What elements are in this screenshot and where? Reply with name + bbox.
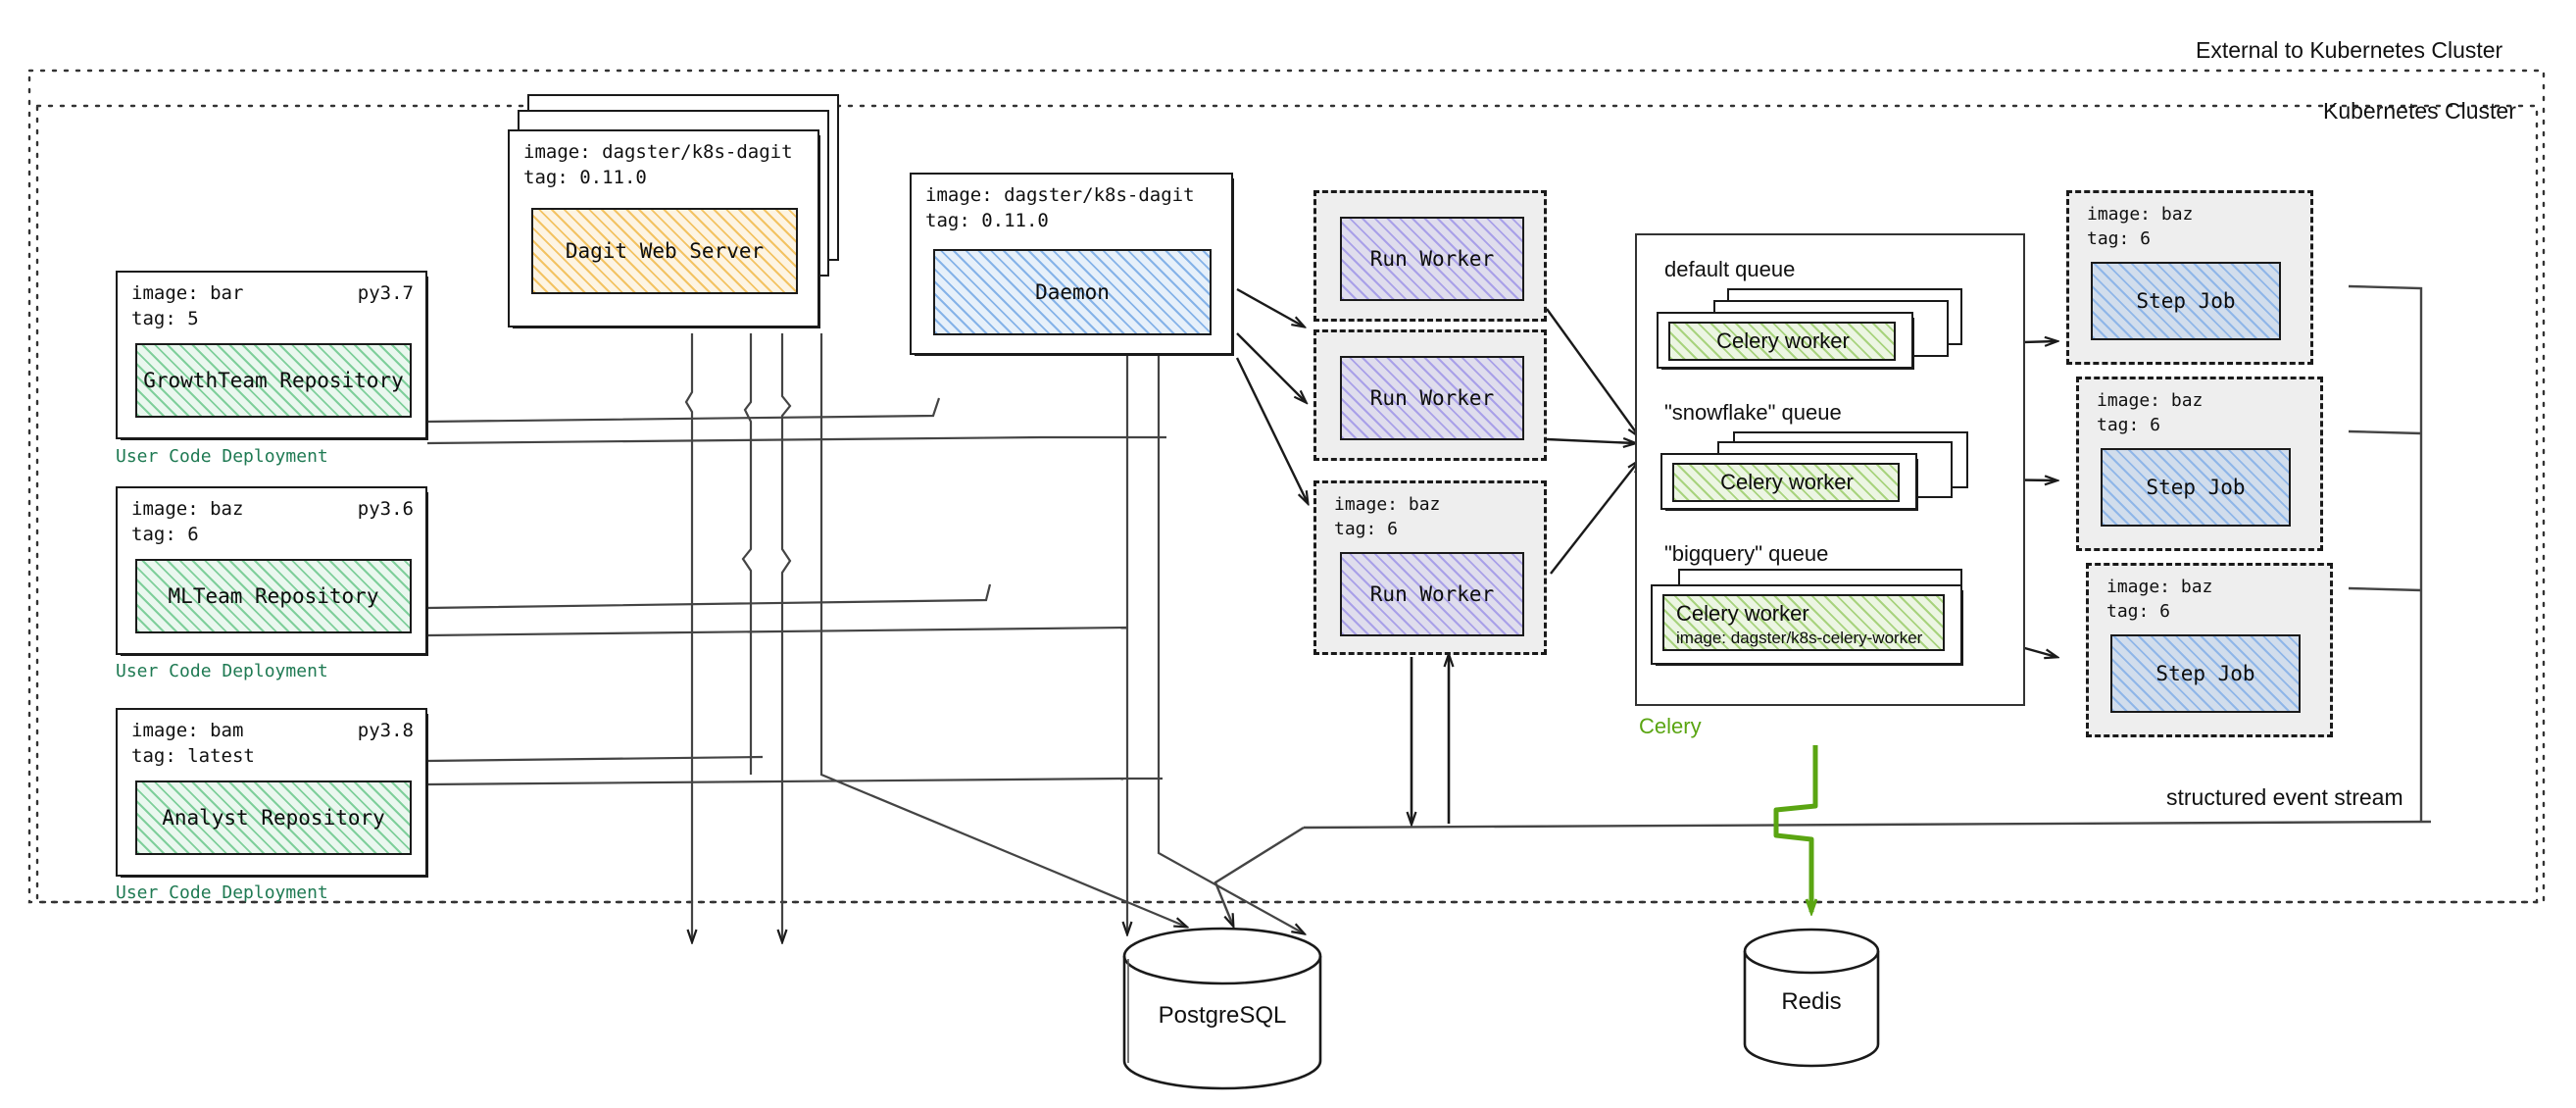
run-worker-chip[interactable]: Run Worker [1340,217,1524,301]
celery-worker-chip[interactable]: Celery worker [1672,463,1900,502]
repository-chip[interactable]: MLTeam Repository [135,559,412,633]
repository-chip[interactable]: GrowthTeam Repository [135,343,412,418]
step-job-pod-1[interactable]: image: baz tag: 6 Step Job [2066,190,2313,365]
image-label: image: dagster/k8s-dagit [925,184,1195,206]
tag-label: tag: 6 [2097,414,2161,435]
run-worker-pod-1[interactable]: Run Worker [1313,190,1547,322]
deployment-meta: py3.8 image: bam tag: latest [131,718,414,769]
tag-label: tag: 6 [2106,600,2171,622]
tag-label: tag: latest [131,745,255,768]
step-job-chip[interactable]: Step Job [2110,634,2301,713]
run-worker-chip[interactable]: Run Worker [1340,356,1524,440]
image-label: image: baz [2106,577,2213,597]
tag-label: tag: 6 [2087,227,2152,249]
user-code-deployment-growthteam[interactable]: py3.7 image: bar tag: 5 GrowthTeam Reposi… [116,271,428,440]
celery-worker-title: Celery worker [1676,601,1809,626]
run-worker-pod-3[interactable]: image: baz tag: 6 Run Worker [1313,480,1547,655]
celery-worker-chip-bigquery[interactable]: Celery worker image: dagster/k8s-celery-… [1662,594,1945,651]
user-code-deployment-caption: User Code Deployment [116,882,328,903]
step-job-pod-2[interactable]: image: baz tag: 6 Step Job [2076,377,2323,551]
queue-label-snowflake: "snowflake" queue [1664,400,1842,425]
celery-worker-image: image: dagster/k8s-celery-worker [1676,629,1923,648]
image-label: image: bam [131,720,244,741]
region-label-cluster: Kubernetes Cluster [2323,98,2516,124]
celery-worker-pod-snowflake[interactable]: Celery worker [1660,453,1918,511]
run-worker-meta: image: baz tag: 6 [1334,493,1532,542]
user-code-deployment-caption: User Code Deployment [116,661,328,681]
dagit-web-server-pod[interactable]: image: dagster/k8s-dagit tag: 0.11.0 Dag… [508,129,820,328]
user-code-deployment-mlteam[interactable]: py3.6 image: baz tag: 6 MLTeam Repository [116,486,428,656]
image-label: image: baz [1334,494,1441,515]
user-code-deployment-analyst[interactable]: py3.8 image: bam tag: latest Analyst Repo… [116,708,428,878]
repository-chip[interactable]: Analyst Repository [135,781,412,855]
python-version-label: py3.7 [357,282,414,304]
dagit-web-server-chip[interactable]: Dagit Web Server [531,208,798,294]
daemon-meta: image: dagster/k8s-dagit tag: 0.11.0 [925,182,1219,233]
postgresql-label: PostgreSQL [1158,1002,1287,1029]
run-worker-pod-2[interactable]: Run Worker [1313,329,1547,461]
deployment-meta: py3.7 image: bar tag: 5 [131,280,414,331]
user-code-deployment-caption: User Code Deployment [116,446,328,467]
step-job-meta: image: baz tag: 6 [2087,203,2299,252]
python-version-label: py3.8 [357,720,414,741]
tag-label: tag: 6 [131,524,199,546]
celery-worker-pod-default[interactable]: Celery worker [1657,312,1914,370]
daemon-chip[interactable]: Daemon [933,249,1212,335]
queue-label-default: default queue [1664,257,1796,281]
image-label: image: baz [2087,204,2194,225]
python-version-label: py3.6 [357,498,414,520]
image-label: image: baz [2097,390,2204,411]
step-job-meta: image: baz tag: 6 [2106,576,2318,625]
image-label: image: dagster/k8s-dagit [523,141,793,163]
daemon-pod[interactable]: image: dagster/k8s-dagit tag: 0.11.0 Dae… [910,173,1234,356]
celery-caption: Celery [1639,714,1702,738]
step-job-chip[interactable]: Step Job [2091,262,2281,340]
tag-label: tag: 5 [131,308,199,330]
step-job-chip[interactable]: Step Job [2101,448,2291,527]
dagit-meta: image: dagster/k8s-dagit tag: 0.11.0 [523,139,806,190]
run-worker-chip[interactable]: Run Worker [1340,552,1524,636]
region-label-external: External to Kubernetes Cluster [2196,37,2503,63]
deployment-meta: py3.6 image: baz tag: 6 [131,496,414,547]
tag-label: tag: 0.11.0 [523,167,647,189]
image-label: image: baz [131,498,244,520]
step-job-pod-3[interactable]: image: baz tag: 6 Step Job [2086,563,2333,737]
celery-worker-chip[interactable]: Celery worker [1668,322,1896,361]
tag-label: tag: 6 [1334,518,1399,539]
celery-worker-pod-bigquery[interactable]: Celery worker image: dagster/k8s-celery-… [1651,584,1963,666]
queue-label-bigquery: "bigquery" queue [1664,541,1829,566]
step-job-meta: image: baz tag: 6 [2097,389,2308,438]
tag-label: tag: 0.11.0 [925,210,1049,232]
event-stream-label: structured event stream [2166,784,2403,810]
redis-label: Redis [1781,988,1842,1015]
image-label: image: bar [131,282,244,304]
